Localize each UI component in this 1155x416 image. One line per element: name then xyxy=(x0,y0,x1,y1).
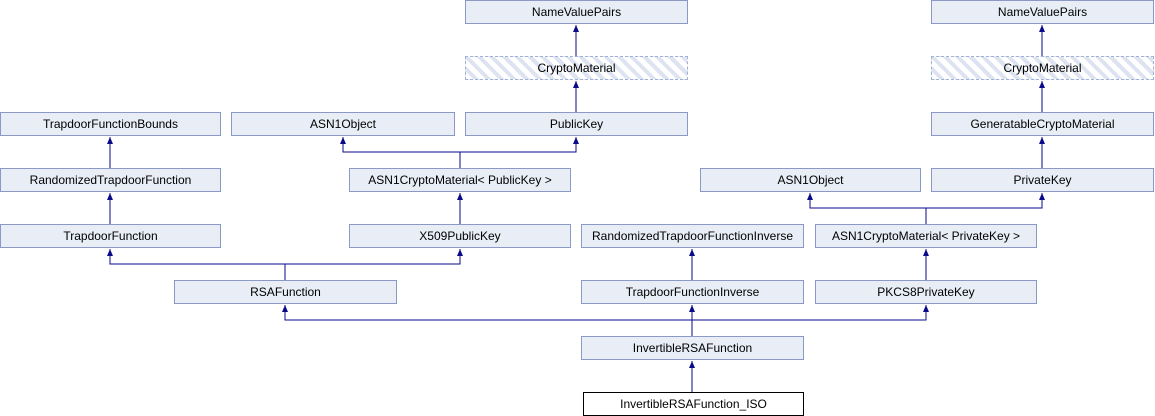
node-randomizedtrapdoorfunction[interactable]: RandomizedTrapdoorFunction xyxy=(0,168,221,192)
node-rsafunction[interactable]: RSAFunction xyxy=(174,280,397,304)
node-cryptomaterial-right[interactable]: CryptoMaterial xyxy=(931,56,1154,80)
node-x509publickey[interactable]: X509PublicKey xyxy=(349,224,571,248)
node-privatekey[interactable]: PrivateKey xyxy=(931,168,1154,192)
node-namevaluepairs-right[interactable]: NameValuePairs xyxy=(931,0,1154,24)
edge-asn1cryptomaterialpriv-to-privatekey xyxy=(925,193,1045,224)
node-trapdoorfunction[interactable]: TrapdoorFunction xyxy=(0,224,221,248)
node-cryptomaterial-left[interactable]: CryptoMaterial xyxy=(465,56,688,80)
edge-asn1cryptomaterialpub-to-asn1object1 xyxy=(340,137,461,168)
node-invertiblersafunction-iso: InvertibleRSAFunction_ISO xyxy=(583,392,804,416)
node-invertiblersafunction[interactable]: InvertibleRSAFunction xyxy=(581,336,804,360)
node-asn1cryptomaterial-publickey[interactable]: ASN1CryptoMaterial< PublicKey > xyxy=(349,168,571,192)
node-namevaluepairs-left[interactable]: NameValuePairs xyxy=(465,0,688,24)
edge-invertiblersafunction-to-pkcs8privatekey xyxy=(691,305,929,336)
node-asn1object-left[interactable]: ASN1Object xyxy=(231,112,455,136)
node-generatablecryptomaterial[interactable]: GeneratableCryptoMaterial xyxy=(931,112,1154,136)
node-asn1object-right[interactable]: ASN1Object xyxy=(700,168,921,192)
node-trapdoorfunctionbounds[interactable]: TrapdoorFunctionBounds xyxy=(0,112,221,136)
node-pkcs8privatekey[interactable]: PKCS8PrivateKey xyxy=(815,280,1037,304)
edge-asn1cryptomaterialpriv-to-asn1object2 xyxy=(807,193,927,224)
edge-invertiblersafunction-to-rsafunction xyxy=(282,305,693,336)
edge-rsafunction-to-trapdoorfunction xyxy=(107,249,286,280)
node-randomizedtrapdoorfunctioninverse[interactable]: RandomizedTrapdoorFunctionInverse xyxy=(581,224,804,248)
node-publickey[interactable]: PublicKey xyxy=(465,112,688,136)
node-asn1cryptomaterial-privatekey[interactable]: ASN1CryptoMaterial< PrivateKey > xyxy=(815,224,1037,248)
node-trapdoorfunctioninverse[interactable]: TrapdoorFunctionInverse xyxy=(581,280,804,304)
edge-asn1cryptomaterialpub-to-publickey xyxy=(459,137,579,168)
edge-rsafunction-to-x509publickey xyxy=(284,249,463,280)
